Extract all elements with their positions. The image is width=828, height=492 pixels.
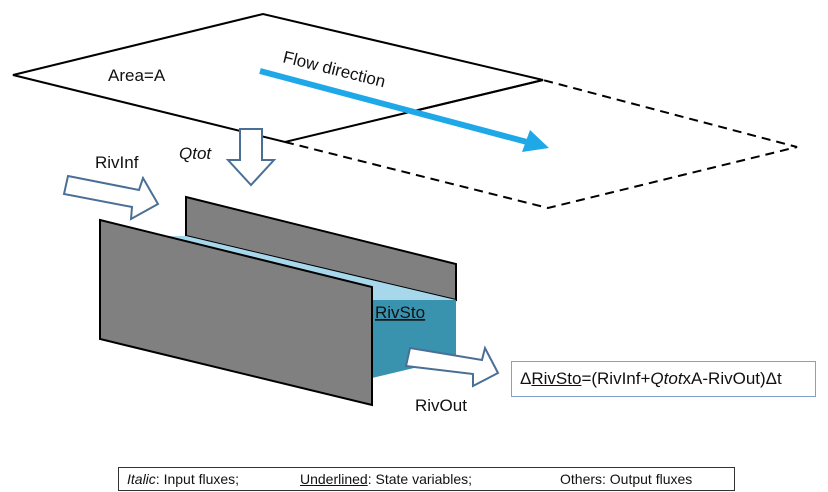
notation-legend: Italic: Input fluxes; Underlined: State … bbox=[118, 467, 735, 491]
legend-others-entry: Others: Output fluxes bbox=[560, 471, 693, 487]
flow-arrow-shaft bbox=[259, 68, 528, 145]
qtot-down-arrow-icon bbox=[225, 128, 277, 187]
equation-close: xA-RivOut)Δt bbox=[682, 369, 782, 388]
equation-input-flux: Qtot bbox=[650, 369, 683, 388]
channel-front-wall bbox=[99, 218, 373, 407]
equation-delta: Δ bbox=[520, 369, 532, 388]
legend-italic-text: : Input fluxes; bbox=[155, 471, 240, 487]
equation-open: =(RivInf+ bbox=[581, 369, 651, 388]
area-label: Area=A bbox=[108, 66, 166, 85]
outflow-arrow-icon bbox=[404, 345, 500, 388]
water-surface bbox=[166, 236, 456, 300]
legend-underlined-word: Underlined bbox=[300, 471, 368, 487]
inflow-arrow-icon bbox=[62, 174, 160, 221]
legend-underlined-entry: Underlined: State variables; bbox=[300, 471, 472, 487]
plane-dashed-extension bbox=[284, 79, 798, 210]
legend-underlined-text: : State variables; bbox=[367, 471, 472, 487]
flow-arrowhead-icon bbox=[522, 130, 549, 152]
equation-state-variable: RivSto bbox=[531, 369, 582, 388]
qtot-label: Qtot bbox=[179, 144, 212, 163]
storage-label: RivSto bbox=[375, 303, 425, 322]
legend-italic-entry: Italic: Input fluxes; bbox=[127, 471, 239, 487]
outflow-label: RivOut bbox=[415, 396, 467, 415]
inflow-label: RivInf bbox=[95, 153, 139, 172]
plane-divider-line bbox=[413, 79, 544, 112]
legend-italic-word: Italic bbox=[127, 471, 156, 487]
